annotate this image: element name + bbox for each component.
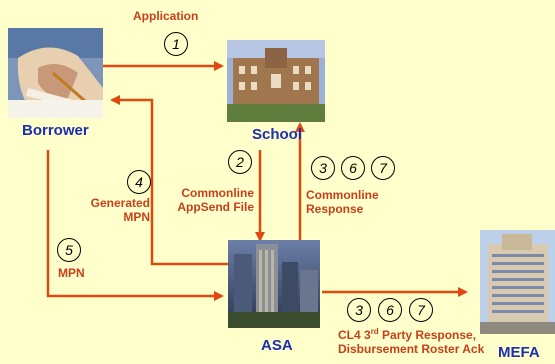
- edge-label-cl4: CL4 3rd Party Response, Disbursement Ros…: [338, 327, 485, 357]
- step-badge-4: 4: [127, 170, 151, 194]
- edge-label-commonline-response-line1: Commonline: [306, 188, 379, 202]
- edge-label-commonline-response: Commonline Response: [306, 188, 379, 216]
- edge-label-mpn: MPN: [58, 266, 85, 280]
- step-badge-mefa-response-b: 6: [378, 298, 402, 322]
- edge-label-commonline-appsend-line2: AppSend File: [177, 200, 254, 214]
- borrower-image: [8, 28, 103, 118]
- node-label-borrower: Borrower: [22, 122, 89, 139]
- mefa-image: [480, 230, 555, 334]
- node-label-mefa: MEFA: [498, 344, 540, 361]
- cl4-prefix: CL4 3: [338, 328, 371, 342]
- edge-label-cl4-line1: CL4 3rd Party Response,: [338, 327, 484, 343]
- edge-label-generated-mpn: Generated MPN: [82, 196, 150, 224]
- arrow-mpn: [46, 150, 224, 301]
- edge-label-generated-mpn-line2: MPN: [123, 210, 150, 224]
- cl4-superscript: rd: [370, 327, 379, 336]
- edge-label-commonline-appsend: Commonline AppSend File: [170, 186, 254, 214]
- edge-label-commonline-appsend-line1: Commonline: [181, 186, 254, 200]
- edge-label-commonline-response-line2: Response: [306, 202, 364, 216]
- step-badge-school-response-b: 6: [341, 156, 365, 180]
- arrow-generated-mpn: [110, 95, 228, 266]
- node-label-asa: ASA: [261, 337, 293, 354]
- step-badge-mefa-response-c: 7: [409, 298, 433, 322]
- edge-label-application: Application: [133, 9, 199, 23]
- edge-label-generated-mpn-line1: Generated: [90, 196, 150, 210]
- step-badge-school-response-a: 3: [311, 156, 335, 180]
- step-badge-school-response-c: 7: [371, 156, 395, 180]
- cl4-suffix: Party Response,: [378, 328, 477, 342]
- edge-label-cl4-line2: Disbursement Roster Ack: [338, 342, 485, 356]
- step-badge-1: 1: [164, 32, 188, 56]
- step-badge-2: 2: [228, 150, 252, 174]
- asa-image: [228, 240, 320, 328]
- step-badge-5: 5: [57, 238, 81, 262]
- school-image: [227, 40, 325, 122]
- node-label-school: School: [252, 126, 303, 143]
- step-badge-mefa-response-a: 3: [347, 298, 371, 322]
